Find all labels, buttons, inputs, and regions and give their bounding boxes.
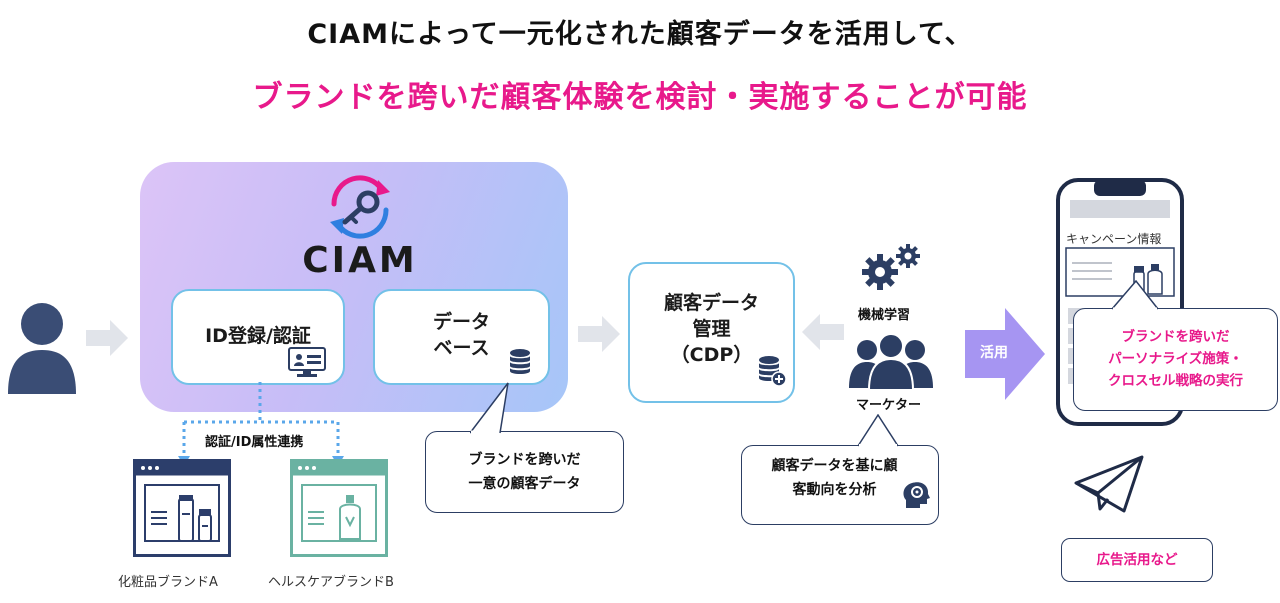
gears-icon [862, 244, 920, 290]
use-arrow-icon [965, 308, 1045, 400]
marketer-callout: 顧客データを基に顧 客動向を分析 [741, 445, 939, 525]
analysis-head-icon [903, 482, 930, 508]
sync-dotted-lines [178, 382, 344, 466]
database-label-line1: データ [432, 311, 490, 333]
cdp-label-line3: （CDP） [670, 344, 753, 366]
ciam-label: CIAM [302, 240, 418, 281]
database-callout-line2: 一意の顧客データ [468, 476, 581, 492]
machine-learning-label: 機械学習 [858, 308, 911, 323]
user-icon [8, 303, 76, 394]
callout-tail [1111, 280, 1159, 310]
personalize-callout: ブランドを跨いだ パーソナライズ施策・ クロスセル戦略の実行 [1073, 308, 1278, 411]
use-label: 活用 [980, 345, 1008, 361]
callout-tail [857, 414, 899, 447]
callout-tail [470, 382, 509, 434]
brand-a-label: 化粧品ブランドA [118, 575, 218, 590]
campaign-label: キャンペーン情報 [1066, 232, 1162, 246]
headline-line1: CIAMによって一元化された顧客データを活用して、 [307, 19, 973, 50]
marketer-callout-line2: 客動向を分析 [792, 482, 877, 498]
cdp-label-line2: 管理 [692, 318, 731, 340]
key-sync-icon [330, 175, 390, 239]
arrow-right-icon [86, 320, 128, 356]
cdp-label: 顧客データ 管理 （CDP） [630, 290, 793, 368]
database-icon [510, 349, 530, 374]
cdp-label-line1: 顧客データ [663, 292, 759, 314]
marketers-icon [849, 333, 933, 390]
brand-b-label: ヘルスケアブランドB [268, 575, 394, 590]
brand-b-window-icon [290, 459, 388, 557]
brand-a-window-icon [133, 459, 231, 557]
id-auth-label: ID登録/認証 [205, 325, 311, 347]
personalize-callout-line1: ブランドを跨いだ [1121, 329, 1230, 345]
ads-box: 広告活用など [1061, 538, 1213, 582]
personalize-callout-line3: クロスセル戦略の実行 [1108, 373, 1243, 389]
database-box: データ ベース [373, 289, 550, 385]
headline-line2: ブランドを跨いだ顧客体験を検討・実施することが可能 [252, 80, 1028, 115]
personalize-callout-line2: パーソナライズ施策・ [1108, 351, 1243, 367]
arrow-left-icon [802, 314, 844, 350]
marketer-label: マーケター [856, 398, 922, 413]
marketer-callout-line1: 顧客データを基に顧 [771, 458, 898, 474]
sync-label: 認証/ID属性連携 [205, 435, 304, 450]
database-callout-line1: ブランドを跨いだ [468, 452, 581, 468]
login-monitor-icon [288, 347, 326, 377]
arrow-right-icon [578, 316, 620, 352]
database-add-icon [759, 356, 787, 387]
database-label-line2: ベース [433, 337, 490, 359]
paper-plane-icon [1074, 455, 1144, 513]
database-callout: ブランドを跨いだ 一意の顧客データ [425, 431, 624, 513]
database-label: データ ベース [375, 309, 548, 361]
